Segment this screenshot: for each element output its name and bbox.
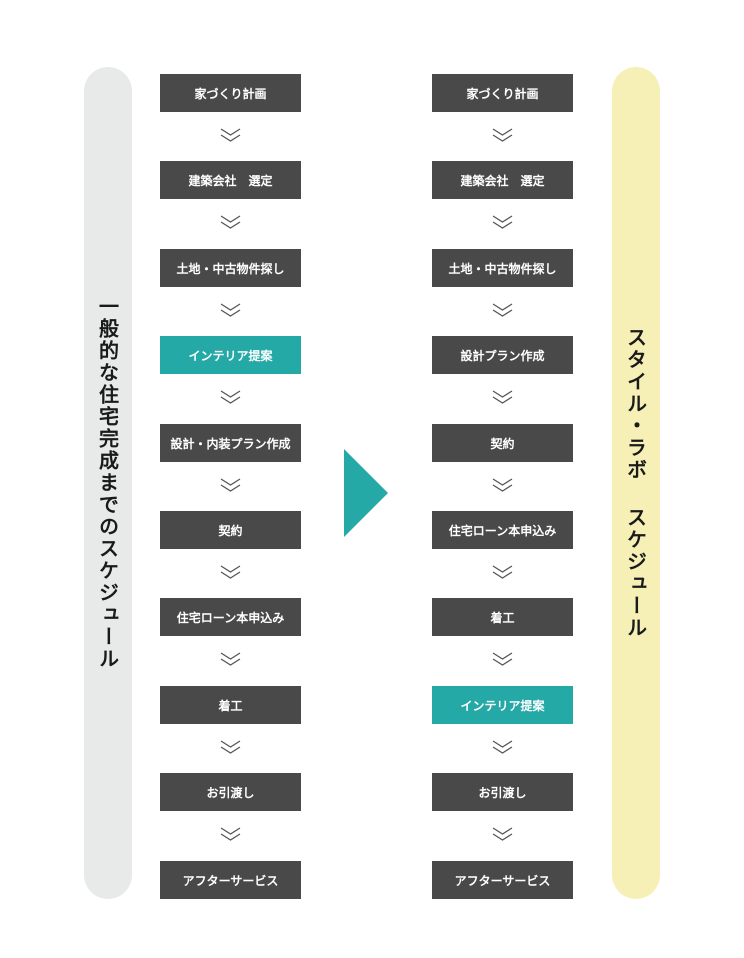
flow-step: 契約 bbox=[160, 511, 301, 549]
flow-step: 設計プラン作成 bbox=[432, 336, 573, 374]
flow-step: アフターサービス bbox=[160, 861, 301, 899]
double-chevron-down-icon bbox=[492, 303, 513, 319]
flow-step: 建築会社 選定 bbox=[160, 161, 301, 199]
flow-step: 契約 bbox=[432, 424, 573, 462]
arrow-shape bbox=[344, 449, 388, 537]
flow-step: 家づくり計画 bbox=[160, 74, 301, 112]
general-schedule-label: 一般的な住宅完成までのスケジュール bbox=[95, 296, 120, 670]
double-chevron-down-icon bbox=[492, 740, 513, 756]
general-schedule-band: 一般的な住宅完成までのスケジュール bbox=[84, 67, 132, 899]
stylelab-schedule-label: スタイル・ラボ スケジュール bbox=[623, 327, 648, 639]
double-chevron-down-icon bbox=[492, 565, 513, 581]
flow-step: 住宅ローン本申込み bbox=[160, 598, 301, 636]
double-chevron-down-icon bbox=[220, 827, 241, 843]
flow-step: アフターサービス bbox=[432, 861, 573, 899]
double-chevron-down-icon bbox=[220, 215, 241, 231]
double-chevron-down-icon bbox=[492, 390, 513, 406]
flow-step: 着工 bbox=[160, 686, 301, 724]
double-chevron-down-icon bbox=[492, 652, 513, 668]
flow-step: 住宅ローン本申込み bbox=[432, 511, 573, 549]
double-chevron-down-icon bbox=[492, 478, 513, 494]
double-chevron-down-icon bbox=[220, 478, 241, 494]
flow-step: インテリア提案 bbox=[432, 686, 573, 724]
double-chevron-down-icon bbox=[220, 740, 241, 756]
double-chevron-down-icon bbox=[492, 128, 513, 144]
flow-step: インテリア提案 bbox=[160, 336, 301, 374]
flow-step: 家づくり計画 bbox=[432, 74, 573, 112]
double-chevron-down-icon bbox=[220, 652, 241, 668]
flow-step: 設計・内装プラン作成 bbox=[160, 424, 301, 462]
flow-step: お引渡し bbox=[432, 773, 573, 811]
flow-step: 建築会社 選定 bbox=[432, 161, 573, 199]
double-chevron-down-icon bbox=[220, 303, 241, 319]
double-chevron-down-icon bbox=[220, 565, 241, 581]
double-chevron-down-icon bbox=[220, 128, 241, 144]
flow-step: お引渡し bbox=[160, 773, 301, 811]
flow-step: 土地・中古物件探し bbox=[432, 249, 573, 287]
flow-step: 着工 bbox=[432, 598, 573, 636]
double-chevron-down-icon bbox=[492, 827, 513, 843]
stylelab-schedule-band: スタイル・ラボ スケジュール bbox=[612, 67, 660, 899]
double-chevron-down-icon bbox=[220, 390, 241, 406]
triangle-right-icon bbox=[344, 449, 388, 537]
flow-step: 土地・中古物件探し bbox=[160, 249, 301, 287]
double-chevron-down-icon bbox=[492, 215, 513, 231]
